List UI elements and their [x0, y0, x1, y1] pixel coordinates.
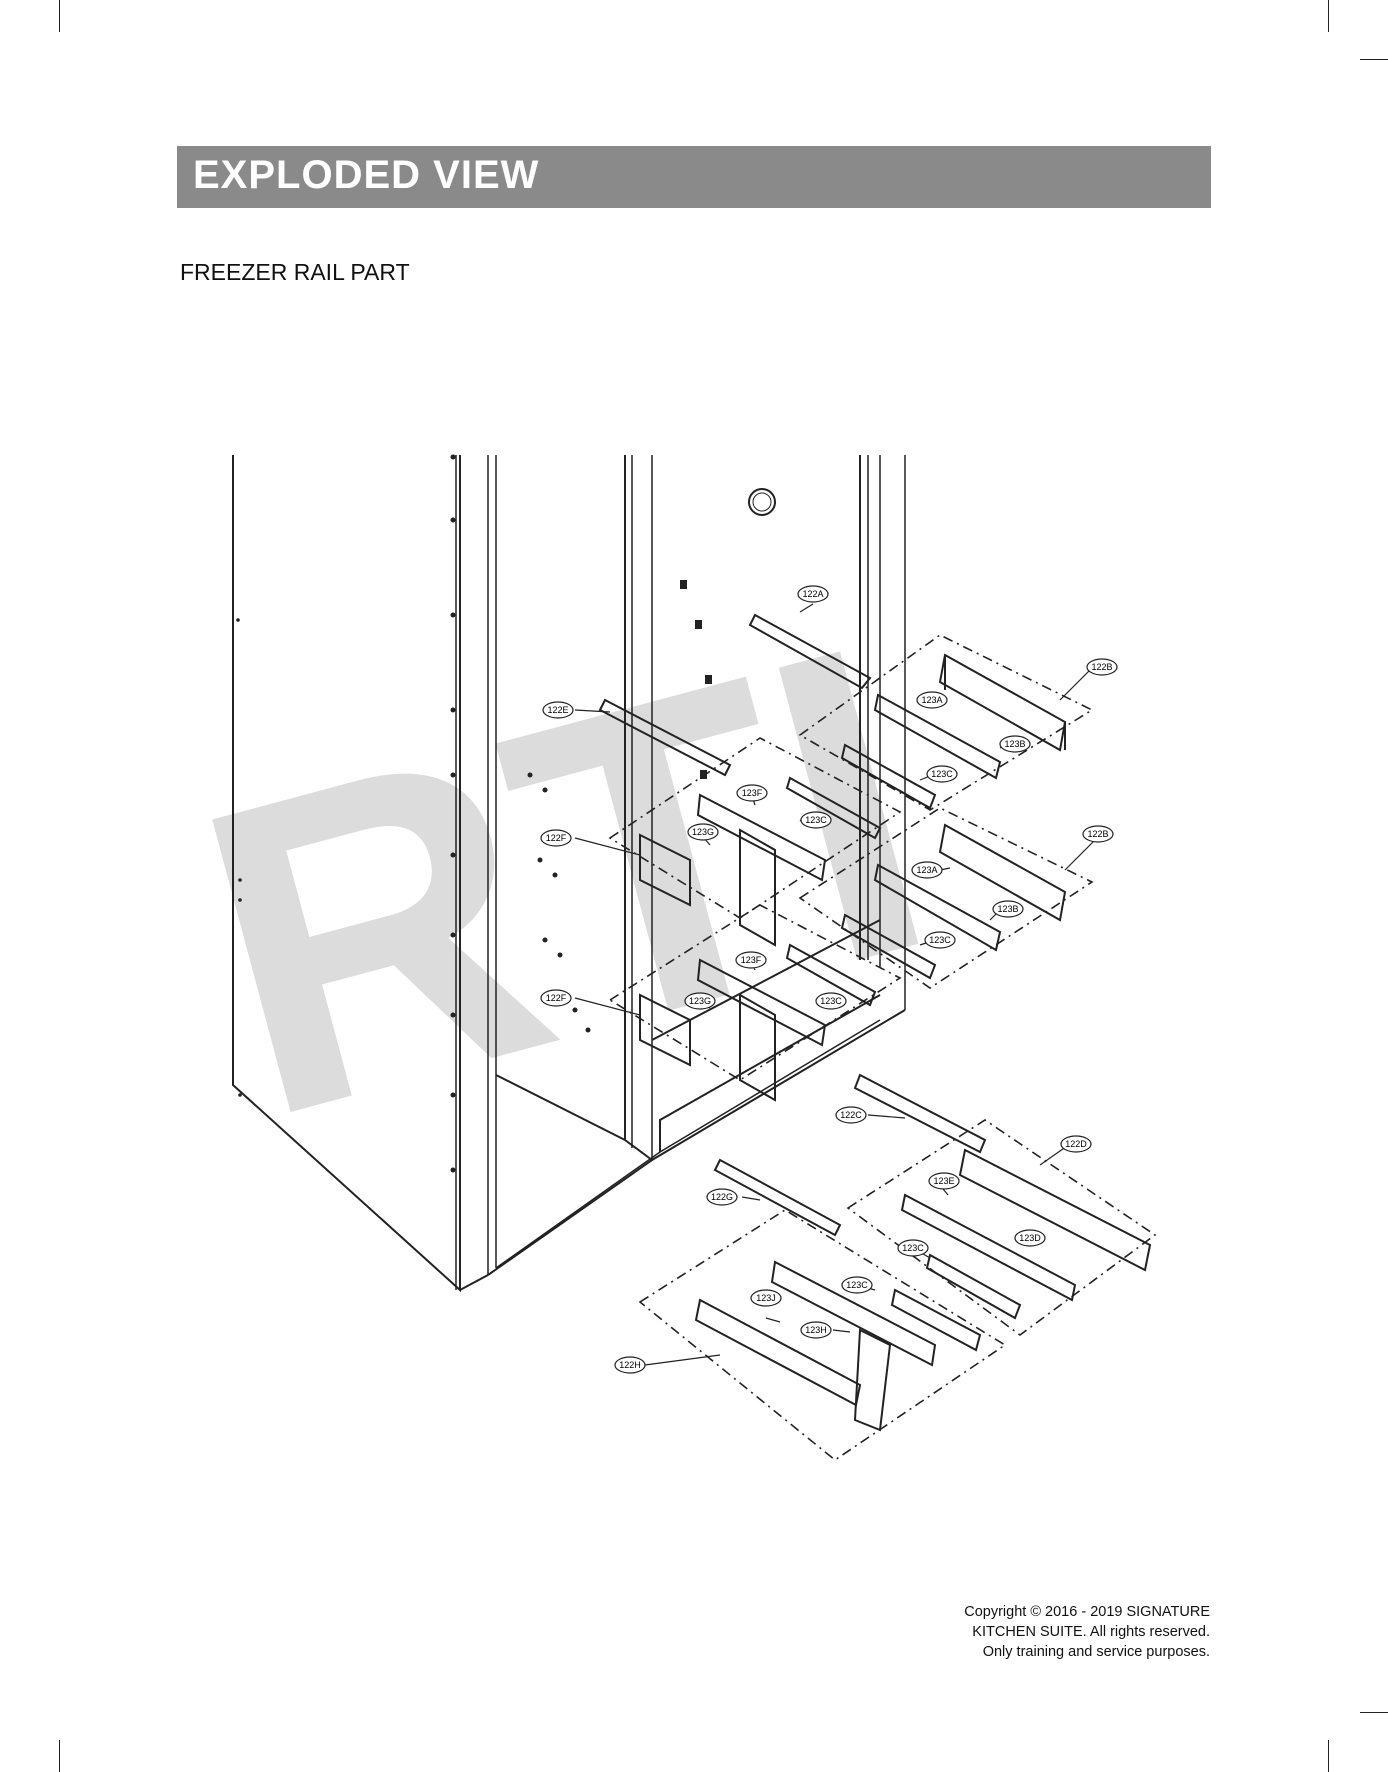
callout-label: 122C	[840, 1110, 862, 1120]
callout-label: 122A	[802, 589, 823, 599]
callout-label: 123J	[756, 1293, 776, 1303]
callout-label: 123C	[902, 1243, 924, 1253]
callout-label: 123A	[921, 695, 942, 705]
copyright-line: Only training and service purposes.	[982, 1644, 1210, 1660]
callout-123c-bottom: 123C	[841, 1276, 873, 1294]
callout-label: 123F	[742, 788, 763, 798]
callout-122a: 122A	[797, 585, 829, 603]
crop-mark-bottom-left	[59, 1740, 60, 1772]
callout-123f-lower: 123F	[735, 951, 767, 969]
section-header-bar: EXPLODED VIEW	[177, 146, 1211, 208]
callout-label: 122E	[547, 705, 568, 715]
callout-label: 123A	[916, 865, 937, 875]
crop-mark-top-right	[1328, 0, 1329, 32]
callout-label: 122F	[546, 833, 567, 843]
section-subtitle: FREEZER RAIL PART	[180, 259, 410, 285]
callout-label: 123D	[1019, 1233, 1041, 1243]
callout-label: 123C	[846, 1280, 868, 1290]
callout-label: 122G	[711, 1192, 733, 1202]
callout-123g-lower: 123G	[684, 992, 716, 1010]
copyright-line: Copyright © 2016 - 2019 SIGNATURE	[964, 1604, 1210, 1620]
callout-123c-middle: 123C	[924, 931, 956, 949]
callout-122e: 122E	[542, 701, 574, 719]
callout-label: 123B	[1004, 739, 1025, 749]
callout-label: 122B	[1087, 829, 1108, 839]
callout-label: 123G	[689, 996, 711, 1006]
callout-label: 123C	[820, 996, 842, 1006]
callout-label: 123B	[997, 904, 1018, 914]
crop-mark-right-lower	[1360, 1712, 1388, 1713]
callout-123b-middle: 123B	[992, 900, 1024, 918]
callout-labels: 122A 122B 123A 123B 123C 122E 123F 123C …	[540, 585, 1118, 1374]
callout-label: 122F	[546, 993, 567, 1003]
callout-123c-left-upper: 123C	[800, 811, 832, 829]
callout-123f-upper: 123F	[736, 784, 768, 802]
callout-123e: 123E	[928, 1172, 960, 1190]
callout-122c: 122C	[835, 1106, 867, 1124]
copyright-line: KITCHEN SUITE. All rights reserved.	[972, 1624, 1210, 1640]
callout-label: 123C	[929, 935, 951, 945]
callout-label: 123G	[692, 827, 714, 837]
callout-122f-lower: 122F	[540, 989, 572, 1007]
crop-mark-bottom-right	[1328, 1740, 1329, 1772]
copyright-notice: Copyright © 2016 - 2019 SIGNATURE KITCHE…	[860, 1602, 1210, 1662]
callout-123c-lower-right: 123C	[897, 1239, 929, 1257]
callout-label: 122H	[619, 1360, 641, 1370]
callout-123b-upper: 123B	[999, 735, 1031, 753]
rail-components	[598, 613, 1152, 1432]
callout-122b-upper: 122B	[1086, 658, 1118, 676]
callout-123c-left-lower: 123C	[815, 992, 847, 1010]
callout-leader-lines	[574, 603, 1096, 1366]
callout-123c-upper: 123C	[926, 765, 958, 783]
callout-label: 123F	[741, 955, 762, 965]
callout-label: 123C	[931, 769, 953, 779]
callout-122d: 122D	[1060, 1135, 1092, 1153]
callout-label: 123E	[933, 1176, 954, 1186]
callout-123a-upper: 123A	[916, 691, 948, 709]
callout-123h: 123H	[800, 1321, 832, 1339]
callout-122g: 122G	[706, 1188, 738, 1206]
callout-123g-upper: 123G	[687, 823, 719, 841]
callout-123j: 123J	[750, 1289, 782, 1307]
callout-122f-upper: 122F	[540, 829, 572, 847]
page-title: EXPLODED VIEW	[193, 153, 540, 197]
callout-label: 122B	[1091, 662, 1112, 672]
callout-122b-middle: 122B	[1082, 825, 1114, 843]
callout-label: 123C	[805, 815, 827, 825]
crop-mark-top-left	[59, 0, 60, 32]
callout-123a-middle: 123A	[911, 861, 943, 879]
exploded-assembly-boundaries	[608, 634, 1157, 1461]
callout-122h: 122H	[614, 1356, 646, 1374]
callout-label: 123H	[805, 1325, 827, 1335]
callout-label: 122D	[1065, 1139, 1087, 1149]
callout-123d: 123D	[1014, 1229, 1046, 1247]
crop-mark-right-upper	[1360, 59, 1388, 60]
cabinet-screws	[236, 454, 712, 1173]
